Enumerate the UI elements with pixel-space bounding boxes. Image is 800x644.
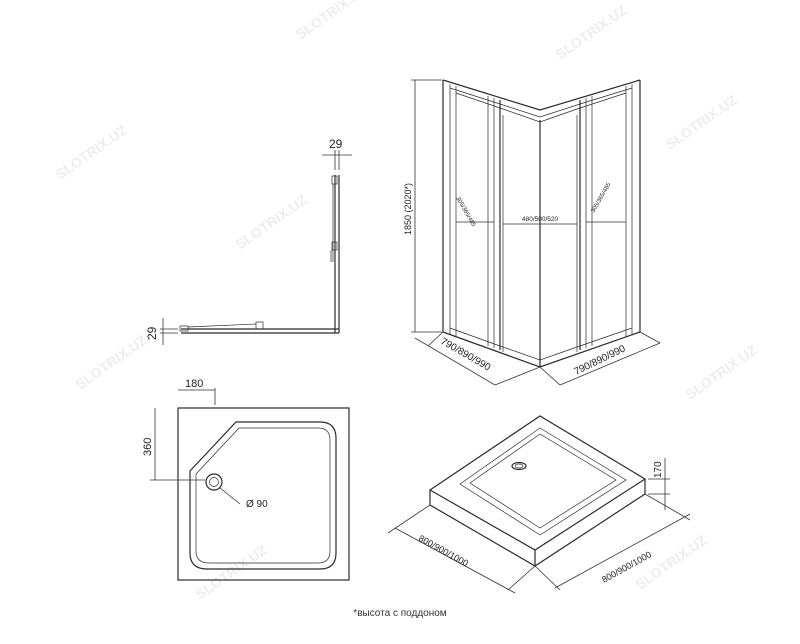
tray-offset-top-label: 180 (185, 378, 203, 390)
watermark-text: SLOTRIX.UZ (53, 121, 131, 182)
side-profile-top-dimension: 29 (329, 137, 343, 151)
watermark-text: SLOTRIX.UZ (683, 341, 761, 402)
watermark-text: SLOTRIX.UZ (663, 91, 741, 152)
tray-offset-left-label: 360 (142, 438, 154, 456)
drain-diameter-label: Ø 90 (246, 499, 268, 510)
door-center-opening-label: 480/500/520 (522, 216, 559, 223)
enclosure-height-label: 1850 (2020*) (403, 183, 413, 235)
watermark-text: SLOTRIX.UZ (73, 331, 151, 392)
side-profile-view: 29 29 (145, 137, 352, 345)
enclosure-view: 1850 (2020*) 305/365/485 480/500/520 305… (403, 79, 661, 386)
watermark-text: SLOTRIX.UZ (193, 541, 271, 602)
footnote: *высота с поддоном (353, 608, 447, 619)
watermark-text: SLOTRIX.UZ (233, 191, 311, 252)
tray-height-label: 170 (653, 461, 664, 478)
watermark-text: SLOTRIX.UZ (293, 0, 371, 42)
watermark-layer: SLOTRIX.UZ SLOTRIX.UZ SLOTRIX.UZ SLOTRIX… (53, 0, 761, 602)
door-right-opening-label: 305/365/485 (591, 182, 613, 214)
door-left-opening-label: 305/365/485 (454, 196, 476, 228)
tray-width-left-label: 800/900/1000 (417, 533, 470, 568)
side-profile-left-dimension: 29 (145, 326, 159, 340)
tray-isometric-view: 170 800/900/1000 800/900/1000 (387, 415, 691, 594)
tray-top-view: 180 360 Ø 90 (142, 378, 350, 581)
watermark-text: SLOTRIX.UZ (553, 1, 631, 62)
